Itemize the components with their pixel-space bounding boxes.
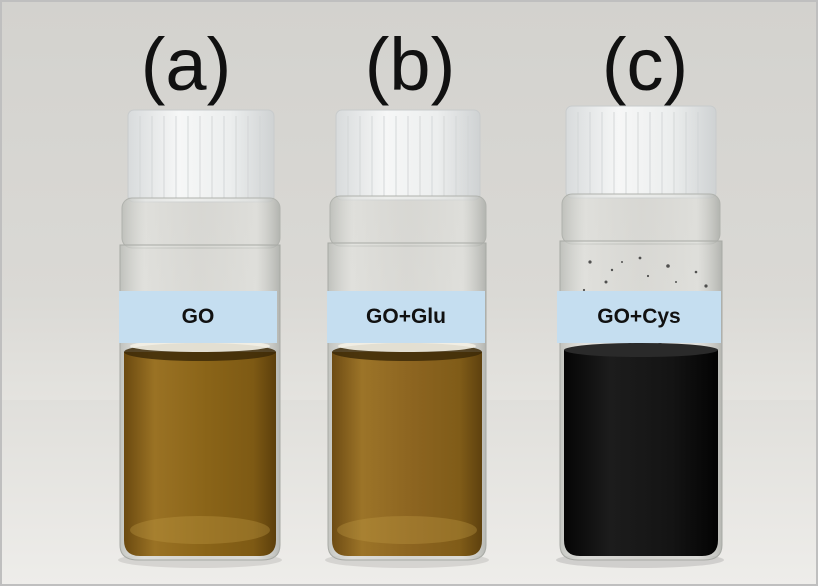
vial-label-a: GO [119, 291, 277, 343]
vial-label-c: GO+Cys [557, 291, 721, 343]
vial-a-cap [127, 109, 275, 203]
vial-a-neck [121, 197, 281, 249]
vial-c-cap [565, 105, 717, 199]
vial-b-neck [329, 195, 487, 247]
panel-letter-b: (b) [364, 23, 456, 106]
vial-a-liquid [124, 352, 276, 556]
vial-c-neck [561, 193, 721, 245]
vial-b-liquid [332, 352, 482, 556]
vial-label-b: GO+Glu [327, 291, 485, 343]
panel-letter-c: (c) [601, 23, 689, 106]
vial-c-liquid [564, 350, 718, 556]
panel-letter-a: (a) [140, 23, 232, 106]
